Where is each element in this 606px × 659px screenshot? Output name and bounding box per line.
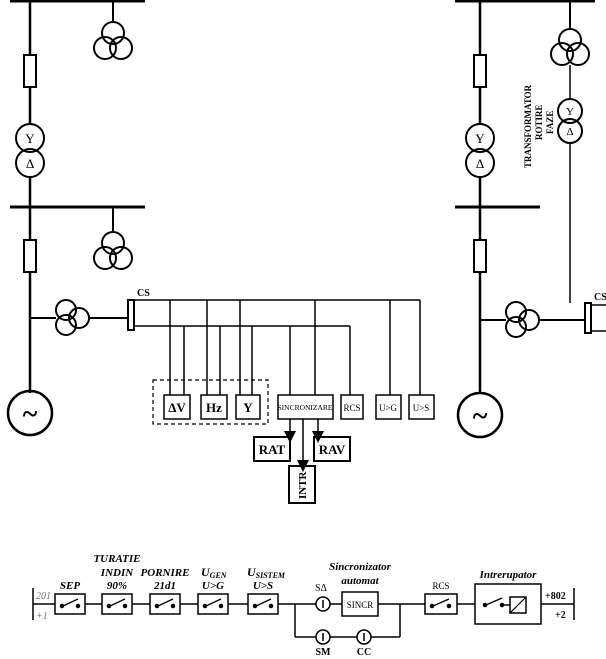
n201-label: 201 [36,591,51,602]
sincronizare-box [277,394,334,420]
n1-label: +1 [36,611,48,622]
us-label: U>S [413,403,430,413]
cs-left-label: CS [137,288,150,299]
ug-label: U>G [379,403,398,413]
sep-contact-box [54,593,86,615]
rat-label: RAT [259,442,286,457]
sincronizator-label-2: automat [341,575,379,587]
left-fuse-middle [23,239,37,273]
rcs-contact-label: RCS [432,581,449,591]
phase-star-symbol: Y [566,106,574,118]
delta-v-label: ΔV [168,400,186,415]
hz-label: Hz [206,400,222,415]
svg-text:UGEN: UGEN [201,565,228,580]
intr-box [288,465,316,504]
svg-text:USISTEM: USISTEM [247,565,286,580]
left-star-symbol: Y [25,131,35,146]
left-top-voltage-transformer [93,21,133,60]
transformator-label-1: TRANSFORMATOR [523,84,533,168]
usistem-label-sub: SISTEM [256,571,286,580]
ug-box [375,394,402,420]
usistem-contact-box [247,593,279,615]
left-fuse-top [23,54,37,88]
right-cs-connector [584,302,606,334]
left-delta-symbol: Δ [26,156,34,171]
n802-label: +802 [545,591,566,602]
left-generator [6,389,54,437]
y-label: Y [243,400,253,415]
sep-label: SEP [60,580,80,592]
ugen-label-sub: GEN [210,571,228,580]
pornire-contact-box [149,593,181,615]
hz-box [200,394,228,420]
turatie-contact-box [101,593,133,615]
right-star-symbol: Y [475,131,485,146]
pornire-label-1: PORNIRE [141,567,190,579]
rav-label: RAV [319,442,346,457]
right-top-voltage-transformer [550,28,590,66]
y-box [235,394,261,420]
rcs-contact-box [424,593,458,615]
turatie-label-2: INDIN [100,567,134,579]
phase-delta-symbol: Δ [566,126,573,138]
sincr-label: SINCR [347,600,374,610]
ugen-contact-box [197,593,229,615]
transformator-label-2: ROTIRE [534,104,544,140]
intr-label: INTR [297,470,309,499]
us-box [408,394,435,420]
left-bus-voltage-transformer [93,231,133,270]
rat-box [253,436,291,462]
cc-label: CC [357,647,371,658]
rav-box [313,436,351,462]
right-fuse-middle [473,239,487,273]
us-contact-label: U>S [253,580,273,592]
sincronizator-label-1: Sincronizator [329,561,391,573]
cs-right-label: CS [594,292,606,303]
right-gen-voltage-transformer [505,301,540,338]
sm-label: SM [316,647,332,658]
sincronizare-label: SINCRONIZARE [277,403,332,412]
delta-v-box [163,394,191,420]
left-generator-symbol: ~ [23,399,38,430]
s-delta-label: SΔ [315,583,328,594]
turatie-label-1: TURATIE [93,553,140,565]
synchro-check-group [152,379,269,425]
right-fuse-top [473,54,487,88]
ug-contact-label: U>G [202,580,224,592]
ugen-label-u: U [201,565,211,579]
turatie-label-3: 90% [107,580,127,592]
rcs-label: RCS [343,403,360,413]
pornire-label-2: 21d1 [153,580,176,592]
n2-label: +2 [555,610,566,621]
right-generator [456,391,504,439]
right-delta-symbol: Δ [476,156,484,171]
left-cs-connector [127,299,135,331]
transformator-label-3: FAZE [545,111,555,134]
rcs-box [340,394,364,420]
usistem-label-u: U [247,565,257,579]
intrerupator-label: Intrerupator [479,569,538,581]
left-gen-voltage-transformer [55,299,90,336]
right-generator-symbol: ~ [473,401,488,432]
